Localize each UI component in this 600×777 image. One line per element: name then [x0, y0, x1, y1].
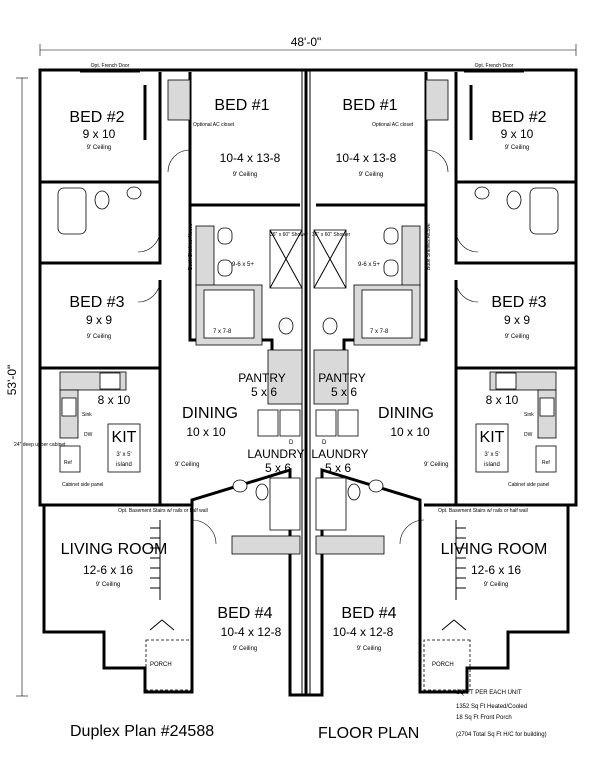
island-size-r: 3' x 5'	[484, 452, 499, 458]
porch-label: PORCH	[150, 662, 172, 668]
bed4-name: BED #4	[217, 605, 272, 622]
island-label-r: island	[484, 462, 500, 468]
dryer-label-r: D	[322, 440, 327, 446]
width-label: 48'-0"	[291, 35, 322, 49]
bed2-size-r: 9 x 10	[501, 127, 534, 141]
sqft-heading: SQ FT PER EACH UNIT	[456, 690, 522, 696]
shower-note: 36" x 60" Shower	[270, 232, 309, 238]
bed4-ceiling: 9' Ceiling	[233, 646, 258, 652]
total-sqft: (2704 Total Sq Ft H/C for building)	[456, 732, 547, 738]
living-ceiling-r: 9' Ceiling	[484, 582, 509, 588]
bed1-name: BED #1	[214, 97, 269, 114]
pantry-size: 5 x 6	[251, 385, 277, 399]
living-name-r: LIVING ROOM	[441, 541, 548, 558]
bed1-ceiling: 9' Ceiling	[233, 172, 258, 178]
width-dimension: 48'-0"	[39, 35, 577, 56]
bath-b-size: 7 x 7-8	[213, 329, 232, 335]
left-unit: BED #2 9 x 10 9' Ceiling BED #1 10-4 x 1…	[14, 72, 309, 691]
bed2-ceiling-r: 9' Ceiling	[505, 145, 530, 151]
laundry-name: LAUNDRY	[247, 447, 304, 461]
bed2-name-r: BED #2	[491, 109, 546, 126]
kit-size: 8 x 10	[98, 393, 131, 407]
depth-label: 53'-0"	[5, 365, 19, 396]
sink-note: Sink	[82, 412, 92, 418]
living-name: LIVING ROOM	[61, 541, 168, 558]
upper-cabinet-note: 24" deep upper cabinet	[14, 442, 66, 448]
kit-name: KIT	[112, 429, 137, 446]
heated-sqft: 1352 Sq Ft Heated/Cooled	[456, 704, 527, 710]
bed2-name: BED #2	[69, 109, 124, 126]
porch-sqft: 18 Sq Ft Front Porch	[456, 715, 512, 721]
dryer-label: D	[289, 440, 294, 446]
plan-number: Duplex Plan #24588	[70, 723, 214, 740]
island-label: island	[116, 462, 132, 468]
ac-closet-note-r: Optional AC closet	[372, 122, 414, 128]
bed2-ceiling: 9' Ceiling	[87, 145, 112, 151]
shower-note-r: 36" x 60" Shower	[312, 232, 351, 238]
porch-label-r: PORCH	[432, 662, 454, 668]
dining-name: DINING	[182, 405, 238, 422]
pantry-name: PANTRY	[238, 371, 286, 385]
bookshelves-note: Book Shelves Alcove	[188, 223, 194, 270]
dining-name-r: DINING	[378, 405, 434, 422]
bed3-name-r: BED #3	[491, 294, 546, 311]
island-size: 3' x 5'	[116, 452, 131, 458]
dw-note-r: DW	[524, 432, 533, 438]
laundry-size: 5 x 6	[265, 461, 291, 475]
living-size: 12-6 x 16	[83, 563, 133, 577]
bath-b-size-r: 7 x 7-8	[370, 329, 389, 335]
ref-note: Ref	[64, 460, 72, 466]
living-size-r: 12-6 x 16	[471, 563, 521, 577]
bed2-size: 9 x 10	[83, 127, 116, 141]
cabinet-panel-note: Cabinet side panel	[62, 482, 103, 488]
kit-size-r: 8 x 10	[486, 393, 519, 407]
cabinet-panel-note-r: Cabinet side panel	[508, 482, 549, 488]
sink-note-r: Sink	[524, 412, 534, 418]
pantry-size-r: 5 x 6	[331, 385, 357, 399]
ref-note-r: Ref	[542, 460, 550, 466]
french-door-left: Opt. French Door	[91, 63, 130, 69]
bed4-size-r: 10-4 x 12-8	[333, 625, 394, 639]
bed4-name-r: BED #4	[341, 605, 396, 622]
bath-a-size-r: 9-6 x 5+	[358, 262, 380, 268]
bed1-name-r: BED #1	[342, 97, 397, 114]
pantry-name-r: PANTRY	[318, 371, 366, 385]
basement-note: Opt. Basement Stairs w/ rails or half wa…	[118, 508, 208, 514]
bed3-ceiling-r: 9' Ceiling	[505, 334, 530, 340]
bed1-size-r: 10-4 x 13-8	[336, 151, 397, 165]
depth-dimension: 53'-0"	[5, 77, 28, 697]
dw-note: DW	[84, 432, 93, 438]
french-door-right: Opt. French Door	[475, 63, 514, 69]
exterior-wall	[38, 68, 578, 697]
ac-closet-note: Optional AC closet	[193, 122, 235, 128]
right-unit: BED #2 9 x 10 9' Ceiling BED #1 10-4 x 1…	[311, 72, 576, 691]
floor-plan-title: FLOOR PLAN	[318, 725, 419, 742]
dining-ceiling: 9' Ceiling	[175, 462, 200, 468]
dining-size-r: 10 x 10	[390, 425, 430, 439]
basement-note-r: Opt. Basement Stairs w/ rails or half wa…	[438, 508, 528, 514]
dining-ceiling-r: 9' Ceiling	[424, 462, 449, 468]
bookshelves-note-r: Book Shelves Alcove	[426, 223, 432, 270]
dining-size: 10 x 10	[186, 425, 226, 439]
bed1-size: 10-4 x 13-8	[220, 151, 281, 165]
kit-name-r: KIT	[480, 429, 505, 446]
bed3-size: 9 x 9	[86, 313, 112, 327]
bed3-ceiling: 9' Ceiling	[87, 334, 112, 340]
laundry-name-r: LAUNDRY	[311, 447, 368, 461]
bed3-size-r: 9 x 9	[504, 313, 530, 327]
laundry-size-r: 5 x 6	[325, 461, 351, 475]
bed1-ceiling-r: 9' Ceiling	[359, 172, 384, 178]
bed3-name: BED #3	[69, 294, 124, 311]
living-ceiling: 9' Ceiling	[96, 582, 121, 588]
bed4-ceiling-r: 9' Ceiling	[357, 646, 382, 652]
bath-a-size: 9-6 x 5+	[232, 262, 254, 268]
bed4-size: 10-4 x 12-8	[221, 625, 282, 639]
